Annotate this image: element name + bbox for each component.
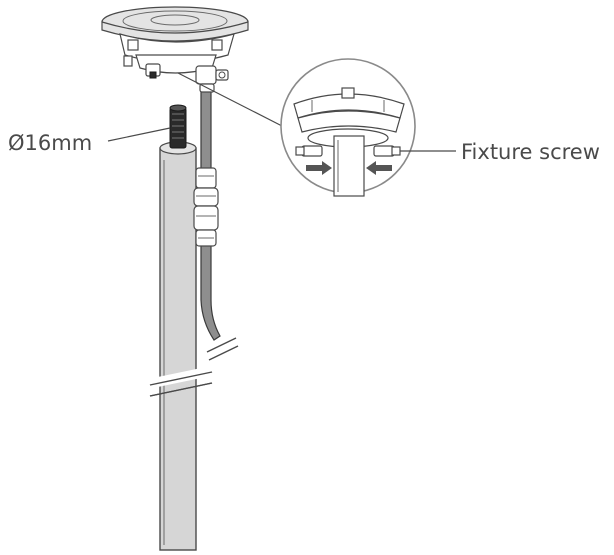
diameter-leader-line xyxy=(107,127,171,142)
detail-leader-line xyxy=(177,72,283,127)
mounting-pole xyxy=(149,141,213,551)
detail-view xyxy=(280,58,416,197)
fixture-screw-label: Fixture screw xyxy=(461,140,600,164)
fixture-screw-left xyxy=(295,145,323,157)
rod-diameter-label: Ø16mm xyxy=(8,131,93,155)
mount-unit xyxy=(101,6,249,93)
threaded-rod xyxy=(169,104,187,149)
arrow-right-icon xyxy=(306,161,332,175)
arrow-left-icon xyxy=(366,161,392,175)
cable-gland xyxy=(193,167,219,247)
fixture-screw-right xyxy=(373,145,401,157)
